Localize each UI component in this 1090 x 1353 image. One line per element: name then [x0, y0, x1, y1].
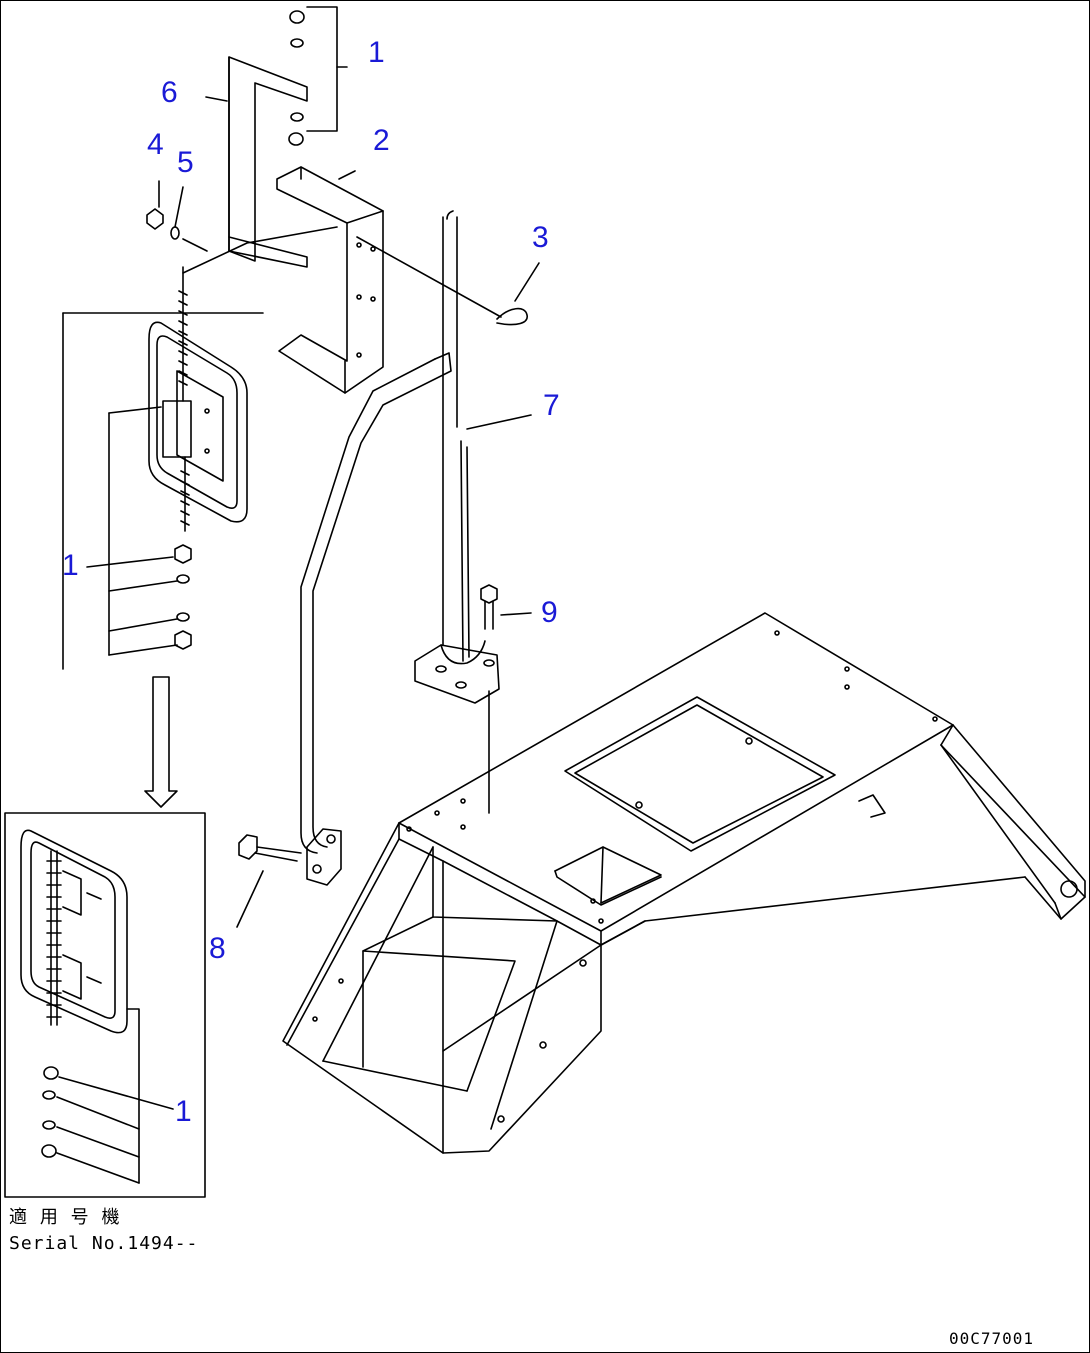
part-8-bolt [236, 834, 302, 928]
mirror-assembly [108, 266, 248, 656]
part-7-stay [414, 210, 532, 704]
callout-1-inset: 1 [175, 1095, 192, 1128]
part-9-bolt [480, 584, 532, 814]
leader-lines-top [62, 226, 502, 670]
part-4-5-fasteners [146, 180, 208, 252]
callout-4: 4 [147, 128, 164, 161]
callout-8: 8 [209, 932, 226, 965]
applicable-model-label: 適 用 号 機 [9, 1207, 121, 1228]
callout-9: 9 [541, 596, 558, 629]
inset-box [4, 812, 206, 1198]
callout-7: 7 [543, 389, 560, 422]
serial-number-note: Serial No.1494-- [9, 1233, 199, 1254]
part-2-bracket [276, 166, 384, 394]
callout-6: 6 [161, 76, 178, 109]
callout-2: 2 [373, 124, 390, 157]
fender-step-frame [282, 612, 1086, 1154]
callout-3: 3 [532, 221, 549, 254]
drawing-code: 00C77001 [949, 1329, 1035, 1348]
handrail [300, 352, 452, 886]
callout-1-left: 1 [62, 549, 79, 582]
callout-5: 5 [177, 146, 194, 179]
part-3-hook [496, 262, 540, 326]
part-1-hardware-lower [86, 544, 192, 656]
callout-1-top: 1 [368, 36, 385, 69]
part-1-hardware-top [288, 6, 348, 146]
down-arrow [144, 676, 178, 808]
